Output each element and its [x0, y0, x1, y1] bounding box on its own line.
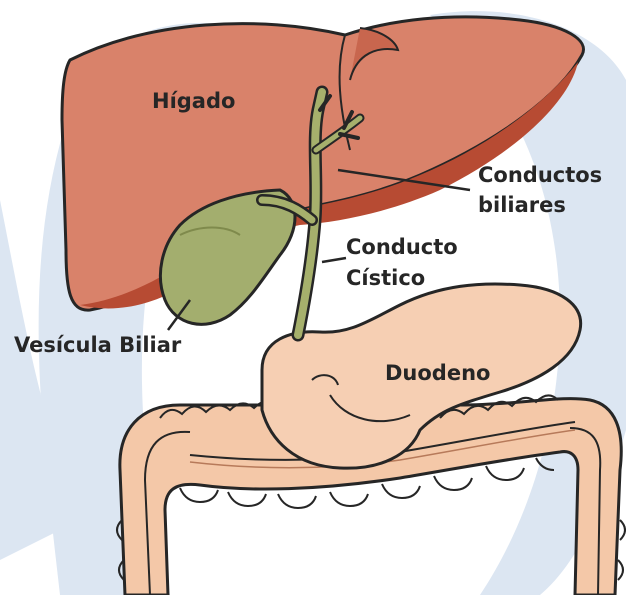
duodenum-label: Duodeno: [385, 361, 490, 385]
bile-ducts-label-line2: biliares: [478, 193, 566, 217]
cystic-duct-label-line1: Conducto: [346, 235, 458, 259]
cystic-duct-label-line2: Cístico: [346, 266, 425, 290]
cystic-duct-leader: [322, 258, 346, 262]
gallbladder-label: Vesícula Biliar: [14, 333, 182, 357]
liver-label: Hígado: [152, 89, 235, 113]
bile-ducts-label-line1: Conductos: [478, 163, 602, 187]
